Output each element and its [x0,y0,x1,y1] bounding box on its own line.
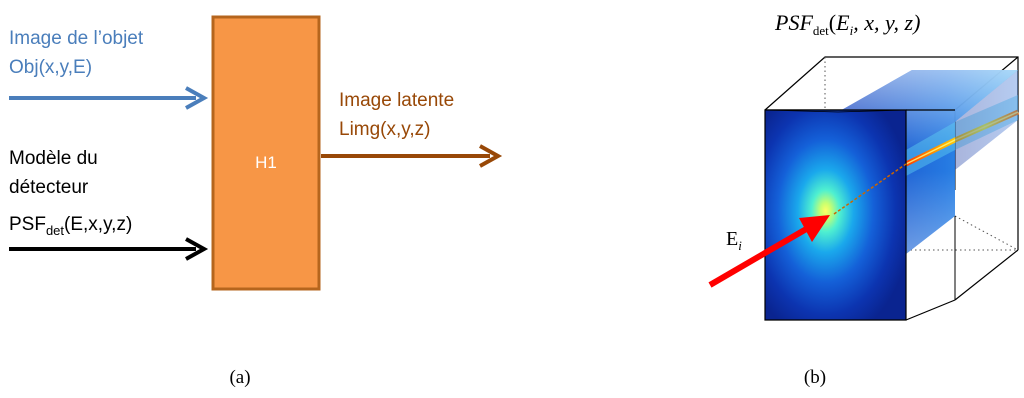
energy-label: Ei [726,228,742,253]
psf-title: PSFdet(Ei, x, y, z) [774,10,920,38]
h1-block: H1 [211,15,321,291]
h1-label: H1 [255,153,277,172]
detector-input-arrow [9,237,209,261]
panel-a: Image de l’objet Obj(x,y,E) Modèle du dé… [9,15,503,388]
incident-beam-arrow [708,215,830,288]
latent-image-label: Image latente [339,90,454,111]
object-image-label: Image de l’objet [9,28,144,49]
caption-b: (b) [804,367,826,388]
latent-output-arrow [321,144,503,168]
psf-transverse-slice [764,109,907,321]
panel-b: PSFdet(Ei, x, y, z) [708,10,1020,388]
object-function-label: Obj(x,y,E) [9,57,92,78]
detector-model-label: Modèle du [9,148,98,169]
object-input-arrow [9,86,209,110]
caption-a: (a) [229,367,250,388]
cube-wireframe-front [905,109,956,321]
latent-image-function-label: Limg(x,y,z) [339,119,430,140]
detector-psf-label: PSFdet(E,x,y,z) [9,214,132,238]
detector-label: détecteur [9,177,89,198]
